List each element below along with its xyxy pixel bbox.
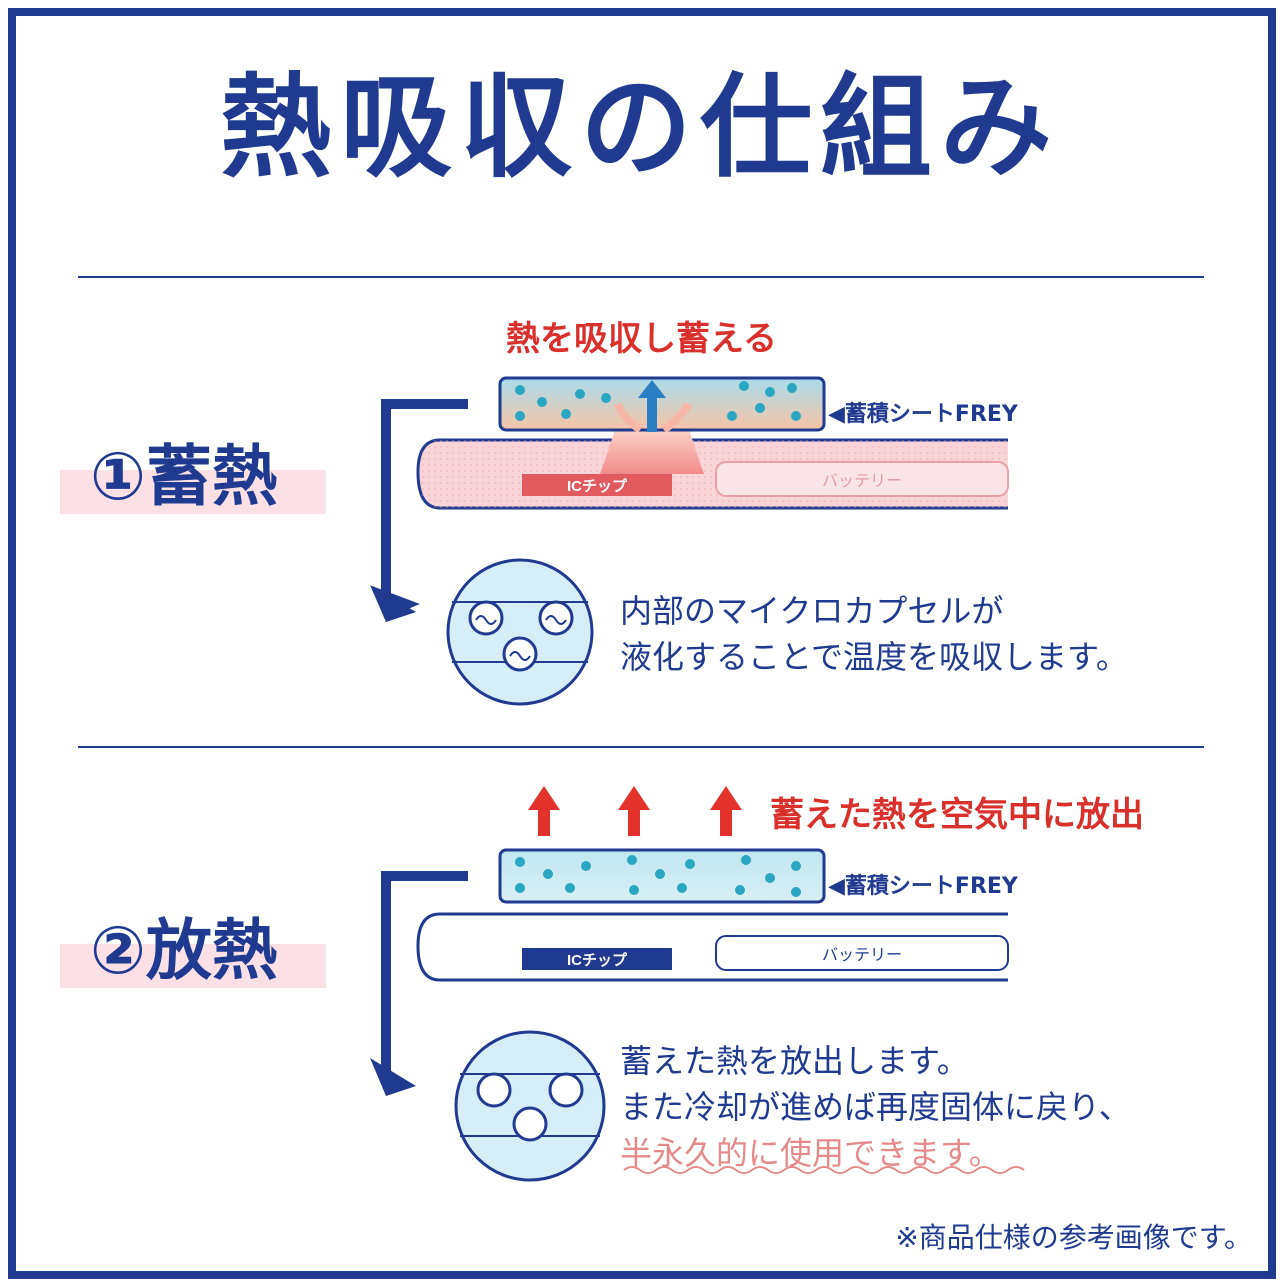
section2-desc-line1: 蓄えた熱を放出します。 bbox=[620, 1042, 969, 1080]
section1-description: 内部のマイクロカプセルが 液化することで温度を吸収します。 bbox=[620, 588, 1128, 680]
section1-up-arrows bbox=[614, 380, 692, 434]
section1-label-highlight bbox=[60, 470, 326, 514]
page-title: 熱吸収の仕組み bbox=[220, 63, 1060, 193]
section2-label-highlight bbox=[60, 944, 326, 988]
section1-ic-chip bbox=[522, 474, 672, 496]
page-frame bbox=[8, 8, 1276, 1279]
section1-sheet-label: ◀蓄積シートFREY bbox=[828, 402, 1018, 427]
footnote: ※商品仕様の参考画像です。 bbox=[895, 1221, 1252, 1254]
section1-ic-chip-label: ICチップ bbox=[567, 478, 628, 495]
section1-capsules bbox=[515, 381, 801, 421]
wavy-underline bbox=[623, 1166, 1025, 1174]
divider-top bbox=[78, 276, 1204, 278]
section2-release-arrows bbox=[528, 786, 742, 836]
section1-battery-label: バッテリー bbox=[822, 473, 902, 490]
section2-capsule-zoom bbox=[454, 1030, 606, 1182]
divider-middle bbox=[78, 746, 1204, 748]
section1-label: ①蓄熱 bbox=[90, 438, 278, 515]
section2-ic-chip-label: ICチップ bbox=[567, 952, 628, 969]
section1-desc-line1: 内部のマイクロカプセルが bbox=[620, 592, 1004, 630]
section1-heading: 熱を吸収し蓄える bbox=[506, 319, 777, 359]
section1-battery bbox=[715, 461, 1009, 497]
section2-label: ②放熱 bbox=[90, 912, 278, 989]
section2-device bbox=[416, 912, 1009, 982]
section1-heat-plume bbox=[600, 420, 704, 474]
section2-battery bbox=[715, 935, 1009, 971]
section1-desc-line2: 液化することで温度を吸収します。 bbox=[620, 638, 1128, 676]
section1-device bbox=[416, 438, 1009, 510]
section2-desc-line2: また冷却が進めば再度固体に戻り、 bbox=[620, 1088, 1131, 1126]
section1-capsule-zoom bbox=[446, 558, 594, 706]
section2-flow-arrow bbox=[370, 871, 468, 1096]
section2-capsules bbox=[515, 855, 801, 897]
section2-desc-line3: 半永久的に使用できます。 bbox=[620, 1134, 1001, 1172]
section2-battery-label: バッテリー bbox=[822, 947, 902, 964]
section2-heading: 蓄えた熱を空気中に放出 bbox=[770, 795, 1144, 835]
section1-storage-sheet bbox=[498, 376, 826, 432]
section2-ic-chip bbox=[522, 948, 672, 970]
section2-sheet-label: ◀蓄積シートFREY bbox=[828, 874, 1018, 899]
section2-description: 蓄えた熱を放出します。 また冷却が進めば再度固体に戻り、 半永久的に使用できます… bbox=[620, 1038, 1131, 1176]
section1-flow-arrow bbox=[370, 399, 468, 622]
